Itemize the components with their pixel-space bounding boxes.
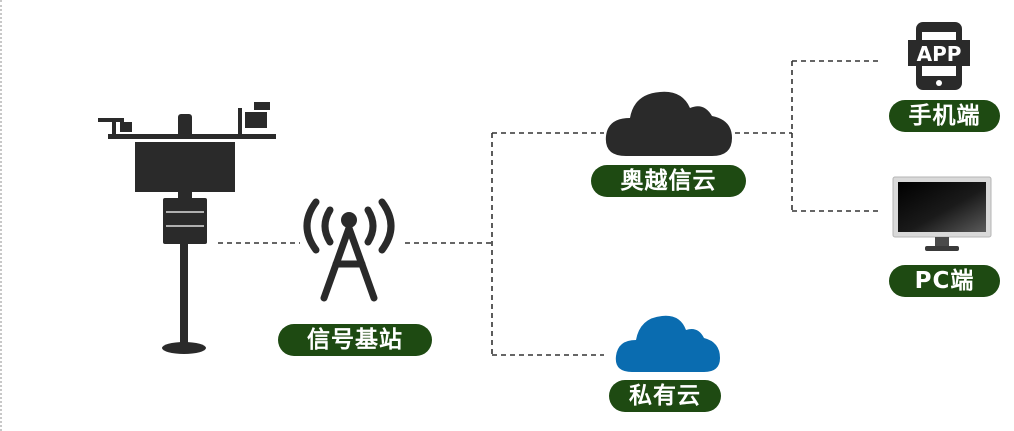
label-base-station: 信号基站 — [278, 324, 432, 356]
cloud-icon — [615, 315, 720, 372]
app-badge-text: APP — [917, 42, 962, 66]
pc-client — [891, 175, 993, 261]
base-station — [292, 188, 406, 310]
aoyue-cloud — [604, 78, 734, 164]
label-pc: PC端 — [889, 265, 1000, 297]
label-private-cloud: 私有云 — [609, 380, 721, 412]
signal-tower-icon — [303, 198, 395, 302]
weather-station-icon — [98, 102, 276, 354]
label-mobile: 手机端 — [889, 100, 1000, 132]
private-cloud — [614, 306, 722, 380]
monitor-icon — [892, 176, 992, 251]
weather-station — [90, 100, 290, 366]
mobile-app: APP — [908, 20, 970, 96]
phone-app-icon: APP — [908, 22, 970, 90]
left-dotted-border — [0, 0, 2, 431]
label-aoyue-cloud: 奥越信云 — [591, 165, 746, 197]
cloud-icon — [605, 91, 732, 156]
